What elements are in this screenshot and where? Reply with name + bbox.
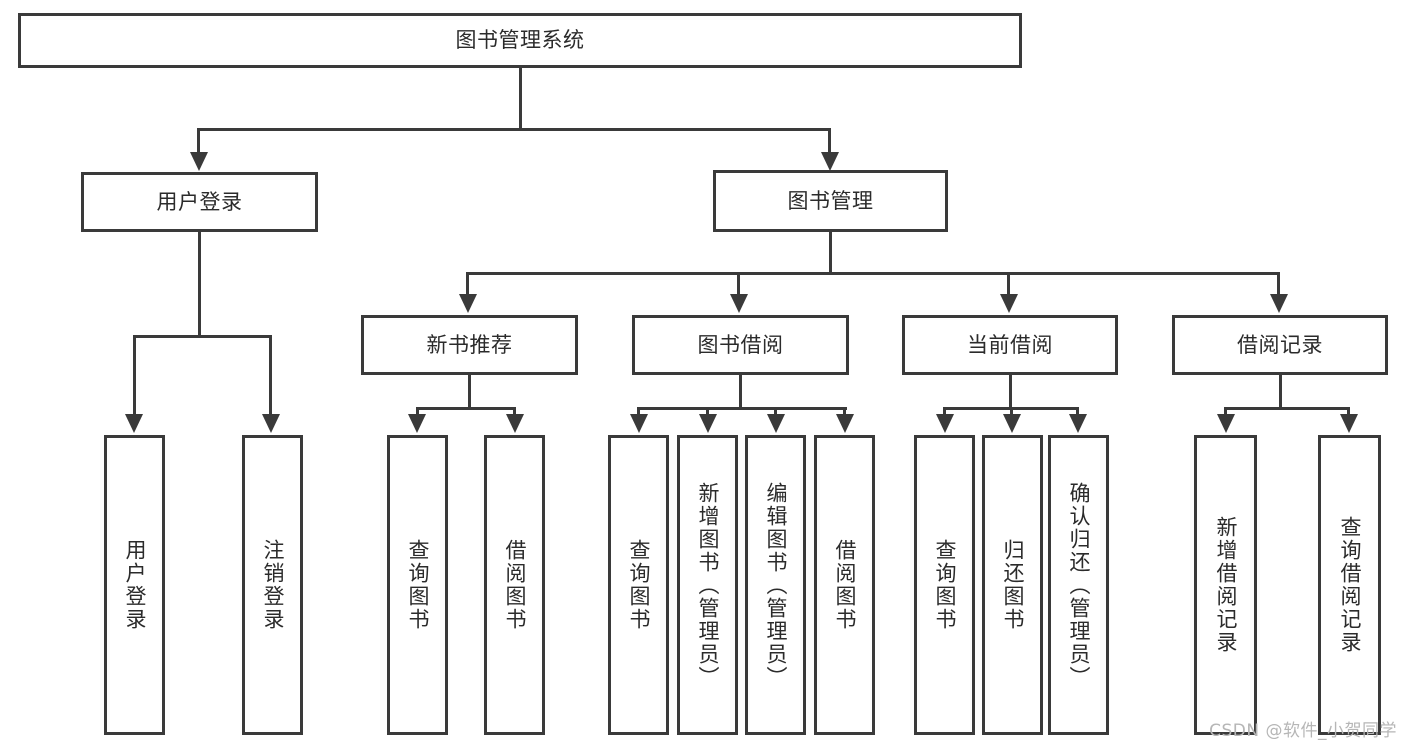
- leaf-label: 编辑图书（管理员）: [764, 481, 788, 689]
- arrow-userlogin-to-leaf-2: [262, 414, 280, 433]
- arrow-borrow-to-leaf-3: [767, 414, 785, 433]
- edge-userlogin-stem: [198, 232, 201, 338]
- edge-bookmgmt-drop-2: [737, 272, 740, 297]
- edge-root-to-bookmgmt: [828, 128, 831, 155]
- edge-current-drop-3: [1076, 407, 1079, 417]
- arrow-current-to-leaf-2: [1003, 414, 1021, 433]
- arrow-bookmgmt-to-record: [1270, 294, 1288, 313]
- node-label: 新书推荐: [426, 332, 513, 357]
- arrow-borrow-to-leaf-4: [836, 414, 854, 433]
- leaf-query-borrow-record[interactable]: 查询借阅记录: [1318, 435, 1381, 735]
- node-label: 借阅记录: [1237, 332, 1323, 357]
- leaf-edit-book-admin[interactable]: 编辑图书（管理员）: [745, 435, 806, 735]
- leaf-user-login[interactable]: 用户登录: [104, 435, 165, 735]
- node-root-system[interactable]: 图书管理系统: [18, 13, 1022, 68]
- leaf-label: 新增图书（管理员）: [696, 481, 720, 689]
- arrow-bookmgmt-to-borrow: [730, 294, 748, 313]
- leaf-add-borrow-record[interactable]: 新增借阅记录: [1194, 435, 1257, 735]
- leaf-confirm-return-admin[interactable]: 确认归还（管理员）: [1048, 435, 1109, 735]
- edge-userlogin-drop-1: [133, 335, 136, 417]
- node-book-borrow[interactable]: 图书借阅: [632, 315, 849, 375]
- leaf-borrow-book-newbook[interactable]: 借阅图书: [484, 435, 545, 735]
- node-label: 图书借阅: [697, 332, 784, 357]
- node-label: 图书管理系统: [455, 28, 585, 53]
- arrow-userlogin-to-leaf-1: [125, 414, 143, 433]
- leaf-return-book[interactable]: 归还图书: [982, 435, 1043, 735]
- leaf-label: 借阅图书: [833, 539, 857, 631]
- node-new-book-recommend[interactable]: 新书推荐: [361, 315, 578, 375]
- leaf-label: 查询图书: [627, 539, 651, 631]
- edge-root-bar: [197, 128, 831, 131]
- arrow-root-to-userlogin: [190, 152, 208, 171]
- edge-record-bar: [1224, 407, 1350, 410]
- edge-current-stem: [1009, 375, 1012, 410]
- leaf-add-book-admin[interactable]: 新增图书（管理员）: [677, 435, 738, 735]
- edge-record-drop-2: [1347, 407, 1350, 417]
- leaf-label: 确认归还（管理员）: [1067, 481, 1091, 689]
- arrow-bookmgmt-to-current: [1000, 294, 1018, 313]
- arrow-record-to-leaf-2: [1340, 414, 1358, 433]
- edge-root-stem: [519, 68, 522, 130]
- edge-bookmgmt-stem: [829, 232, 832, 275]
- edge-root-to-userlogin: [197, 128, 200, 155]
- node-label: 当前借阅: [967, 332, 1053, 357]
- node-current-borrow[interactable]: 当前借阅: [902, 315, 1118, 375]
- leaf-label: 归还图书: [1001, 539, 1025, 631]
- leaf-label: 查询借阅记录: [1338, 516, 1362, 654]
- edge-bookmgmt-bar: [466, 272, 1280, 275]
- edge-record-drop-1: [1224, 407, 1227, 417]
- edge-borrow-drop-2: [706, 407, 709, 417]
- leaf-label: 查询图书: [406, 539, 430, 631]
- leaf-query-book-borrow[interactable]: 查询图书: [608, 435, 669, 735]
- arrow-root-to-bookmgmt: [821, 152, 839, 171]
- edge-borrow-drop-3: [774, 407, 777, 417]
- edge-bookmgmt-drop-3: [1007, 272, 1010, 297]
- leaf-query-book-newbook[interactable]: 查询图书: [387, 435, 448, 735]
- leaf-label: 注销登录: [261, 539, 285, 631]
- arrow-newbook-to-leaf-1: [408, 414, 426, 433]
- leaf-label: 借阅图书: [503, 539, 527, 631]
- edge-newbook-stem: [468, 375, 471, 410]
- edge-bookmgmt-drop-4: [1277, 272, 1280, 297]
- arrow-bookmgmt-to-newbook: [459, 294, 477, 313]
- edge-newbook-drop-1: [416, 407, 419, 417]
- arrow-current-to-leaf-3: [1069, 414, 1087, 433]
- arrow-record-to-leaf-1: [1217, 414, 1235, 433]
- edge-record-stem: [1279, 375, 1282, 410]
- edge-newbook-bar: [416, 407, 516, 410]
- arrow-newbook-to-leaf-2: [506, 414, 524, 433]
- edge-borrow-stem: [739, 375, 742, 410]
- edge-borrow-drop-1: [637, 407, 640, 417]
- leaf-query-book-current[interactable]: 查询图书: [914, 435, 975, 735]
- node-book-management[interactable]: 图书管理: [713, 170, 948, 232]
- node-label: 图书管理: [787, 188, 874, 213]
- edge-newbook-drop-2: [513, 407, 516, 417]
- leaf-logout[interactable]: 注销登录: [242, 435, 303, 735]
- edge-borrow-drop-4: [843, 407, 846, 417]
- edge-userlogin-bar: [133, 335, 270, 338]
- leaf-label: 查询图书: [933, 539, 957, 631]
- node-user-login[interactable]: 用户登录: [81, 172, 318, 232]
- edge-current-drop-1: [943, 407, 946, 417]
- arrow-current-to-leaf-1: [936, 414, 954, 433]
- edge-current-drop-2: [1010, 407, 1013, 417]
- arrow-borrow-to-leaf-2: [699, 414, 717, 433]
- arrow-borrow-to-leaf-1: [630, 414, 648, 433]
- node-label: 用户登录: [156, 189, 243, 214]
- edge-userlogin-drop-2: [269, 335, 272, 417]
- leaf-label: 用户登录: [123, 539, 147, 631]
- node-borrow-record[interactable]: 借阅记录: [1172, 315, 1388, 375]
- edge-bookmgmt-drop-1: [466, 272, 469, 297]
- edge-borrow-bar: [637, 407, 847, 410]
- leaf-borrow-book[interactable]: 借阅图书: [814, 435, 875, 735]
- watermark-text: CSDN @软件_小贺同学: [1209, 721, 1397, 741]
- leaf-label: 新增借阅记录: [1214, 516, 1238, 654]
